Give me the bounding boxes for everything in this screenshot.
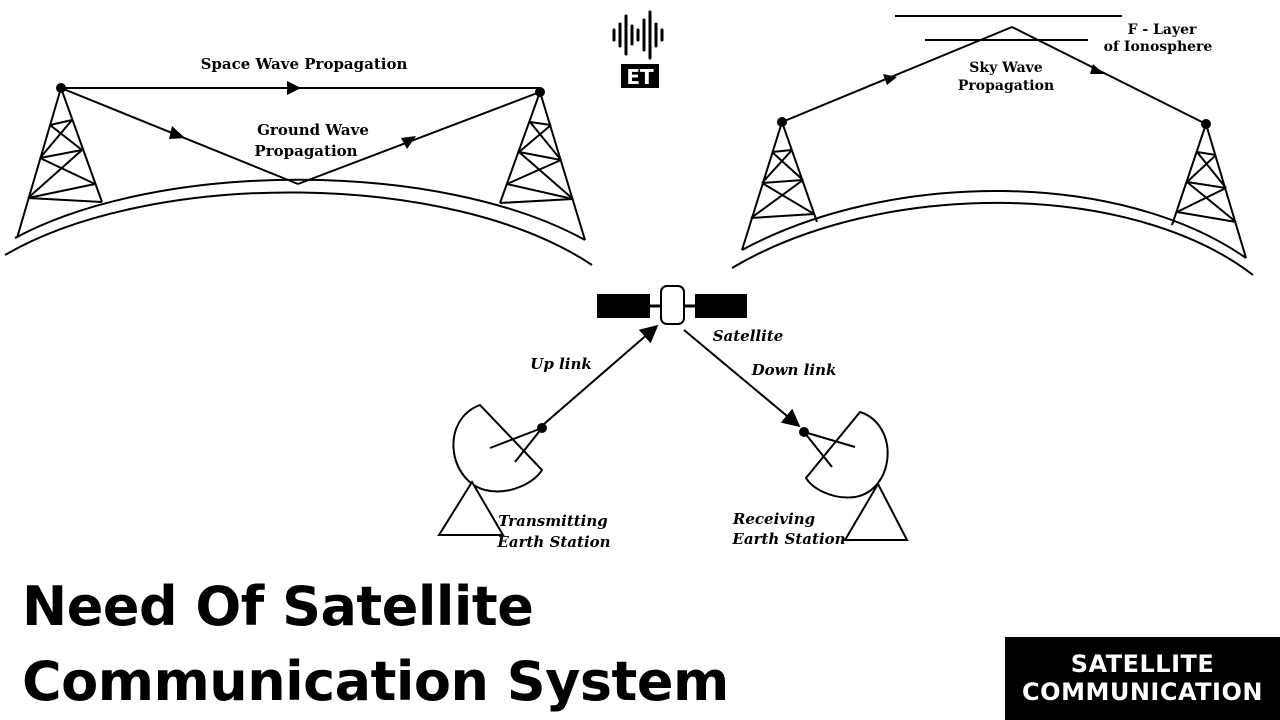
f-layer-label-2: of Ionosphere — [1104, 39, 1213, 55]
rx-feed — [799, 427, 809, 437]
rx-label-1: Receiving — [732, 510, 815, 528]
sky-wave-label-1: Sky Wave — [969, 60, 1043, 76]
downlink-label: Down link — [751, 361, 837, 379]
sky-wave-panel — [731, 15, 1254, 276]
earth-surface-outer — [4, 191, 593, 266]
page-title-line-2: Communication System — [22, 650, 729, 713]
right-antenna-tip — [535, 87, 545, 97]
ground-wave-label-2: Propagation — [254, 142, 357, 160]
tx-dish-stand — [437, 480, 505, 536]
badge-line-2: COMMUNICATION — [1022, 677, 1263, 706]
satellite-label: Satellite — [713, 327, 784, 345]
uplink-label: Up link — [530, 355, 592, 373]
rx-dish-stand — [843, 481, 909, 541]
sky-earth-inner — [741, 190, 1247, 259]
uplink-arrow — [543, 324, 659, 425]
solar-panel-left — [597, 294, 650, 318]
tx-label-1: Transmitting — [498, 512, 608, 530]
ground-wave-arrow-left — [169, 126, 185, 139]
earth-surface-inner — [14, 178, 586, 241]
ground-wave-panel — [4, 81, 593, 266]
badge-line-1: SATELLITE — [1070, 649, 1215, 678]
receiving-dish — [799, 410, 909, 541]
satellite — [597, 285, 747, 325]
f-layer-label-1: F - Layer — [1128, 22, 1197, 38]
rx-dish-bowl — [804, 410, 889, 499]
sky-wave-line-down — [1011, 26, 1207, 125]
space-wave-label: Space Wave Propagation — [201, 55, 408, 73]
topic-badge: SATELLITE COMMUNICATION — [1005, 637, 1280, 720]
page-title-line-1: Need Of Satellite — [22, 575, 534, 638]
link-arrows — [543, 324, 801, 428]
sky-wave-label-2: Propagation — [958, 78, 1054, 94]
ground-wave-label-1: Ground Wave — [257, 121, 369, 139]
tx-feed — [537, 423, 547, 433]
ground-wave-arrow-right — [401, 136, 416, 149]
sky-right-antenna-tip — [1201, 119, 1211, 129]
logo-box — [621, 64, 659, 88]
tx-dish-bowl — [452, 403, 544, 493]
right-tower — [499, 91, 586, 241]
solar-panel-right — [695, 294, 747, 318]
tx-label-2: Earth Station — [496, 533, 610, 551]
left-tower — [16, 87, 103, 239]
ground-wave-line-right — [297, 91, 541, 185]
space-wave-arrow — [287, 81, 301, 95]
sky-left-antenna-tip — [777, 117, 787, 127]
sky-wave-arrow-up — [883, 74, 897, 85]
left-antenna-tip — [56, 83, 66, 93]
sky-wave-arrow-down — [1090, 64, 1104, 74]
soundwave-icon — [612, 10, 664, 60]
rx-label-2: Earth Station — [731, 530, 845, 548]
sky-wave-line-up — [781, 26, 1013, 123]
sky-earth-outer — [731, 201, 1254, 276]
sky-left-tower — [741, 121, 818, 251]
downlink-arrow — [683, 329, 801, 428]
logo: ET — [612, 10, 664, 89]
sky-right-tower — [1171, 123, 1247, 259]
satellite-body — [660, 285, 685, 325]
logo-text: ET — [626, 65, 654, 89]
transmitting-dish — [437, 403, 547, 536]
